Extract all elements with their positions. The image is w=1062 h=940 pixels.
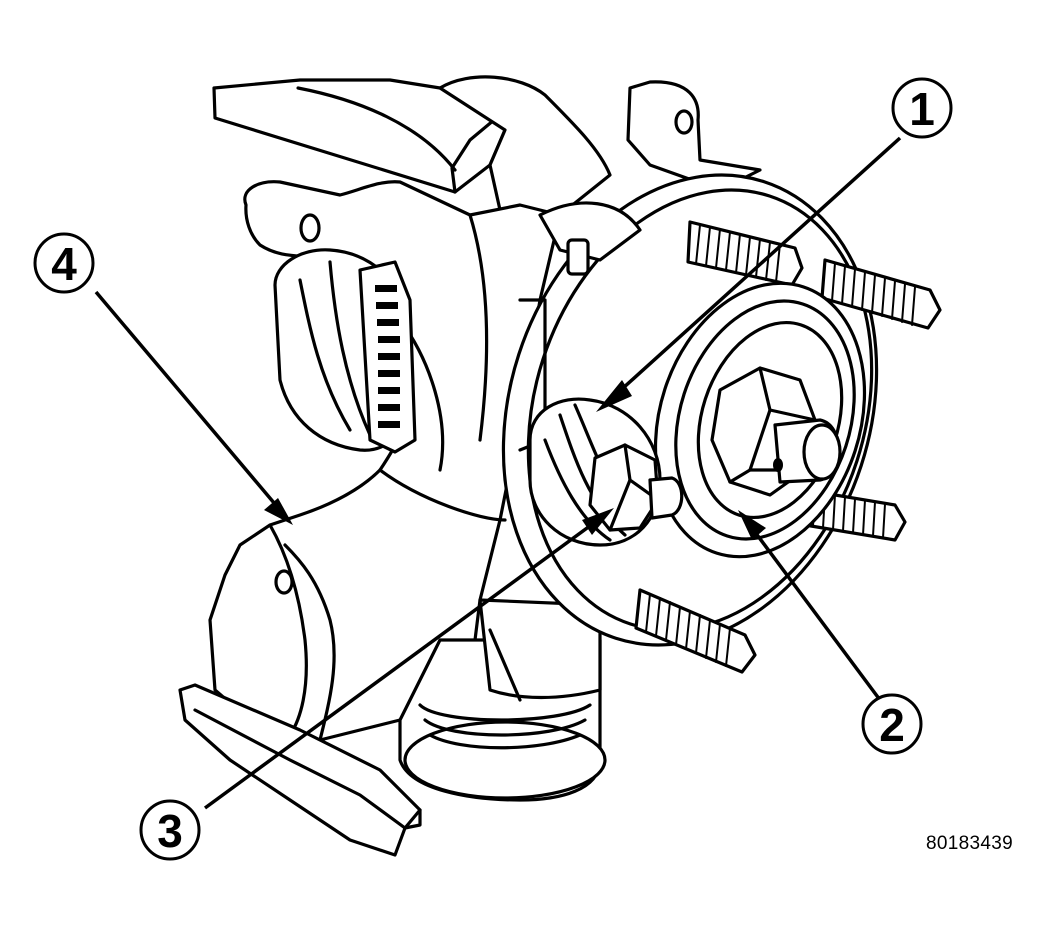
- steering-knuckle: [178, 75, 762, 857]
- tie-rod-end: [528, 397, 684, 547]
- leader-arrows: [94, 136, 902, 810]
- arrow-3: [203, 518, 600, 810]
- callout-4-label: 4: [51, 238, 77, 290]
- axle-nut: [710, 366, 842, 497]
- callout-4: 4: [33, 232, 95, 294]
- callout-3: 3: [139, 799, 201, 861]
- arrow-4: [94, 290, 282, 512]
- arrow-1: [610, 136, 902, 400]
- callout-1-label: 1: [909, 83, 935, 135]
- callout-1: 1: [891, 77, 953, 139]
- callout-2: 2: [861, 693, 923, 755]
- figure-number: 80183439: [926, 833, 1013, 854]
- ball-joint: [398, 598, 607, 802]
- callout-3-label: 3: [157, 805, 183, 857]
- arrow-2: [750, 526, 882, 702]
- callout-2-label: 2: [879, 699, 905, 751]
- tone-ring: [273, 248, 417, 454]
